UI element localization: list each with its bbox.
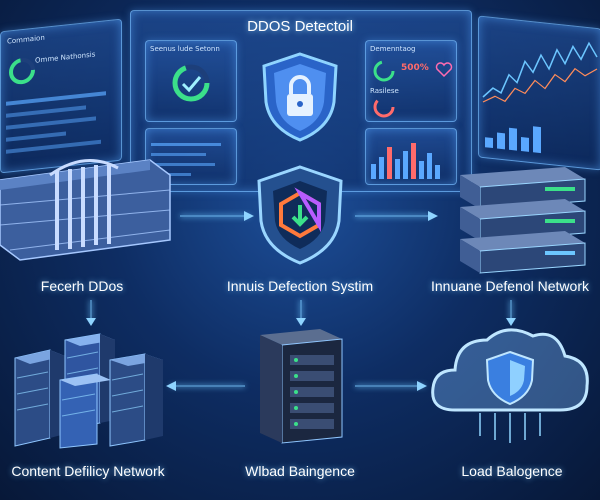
header-title: DDOS Detectoil <box>247 18 353 35</box>
connector-firewall-detection <box>180 215 250 217</box>
dashboard-panel-left: Commaion Omme Nathonsis <box>0 18 122 174</box>
panel-left-title: Commaion <box>7 33 45 46</box>
arrow-right-icon <box>417 381 427 391</box>
arrow-down-icon <box>506 318 516 326</box>
label-load-cloud: Load Balogence <box>461 463 563 479</box>
connector-detection-server <box>300 300 302 320</box>
check-gauge-icon <box>172 64 210 102</box>
arrow-right-icon <box>244 211 254 221</box>
firewall-wall-icon <box>0 158 171 261</box>
arrow-left-icon <box>166 381 176 391</box>
connector-detection-defense <box>355 215 430 217</box>
arrow-down-icon <box>86 318 96 326</box>
metrics-gauge <box>373 60 395 82</box>
label-firewall: Fecerh DDos <box>40 278 124 294</box>
connector-firewall-cdn <box>90 300 92 320</box>
cdn-buildings-icon <box>14 333 163 449</box>
metrics-gauge-2 <box>373 96 395 118</box>
lock-shield-icon <box>262 52 338 142</box>
panel-right-bars <box>485 126 541 154</box>
cloud-shield-icon <box>431 328 589 443</box>
subpanel-status-title: Seenus lude Setonn <box>150 45 220 53</box>
subpanel-metrics: Demenntaog 500% Rasilese <box>365 40 457 122</box>
heart-icon <box>435 62 453 78</box>
server-tower-icon <box>260 329 343 444</box>
subpanel-bars-chart <box>371 143 440 179</box>
panel-left-gauge <box>9 58 35 85</box>
label-cdn: Content Defilicy Network <box>11 463 165 479</box>
panel-left-bars <box>6 91 106 154</box>
label-detection: Innuis Defection Systim <box>226 278 374 294</box>
subpanel-metrics-title2: Rasilese <box>370 87 399 95</box>
subpanel-lines-chart <box>151 143 221 176</box>
subpanel-status: Seenus lude Setonn <box>145 40 237 122</box>
panel-right-line-chart <box>482 41 598 103</box>
label-balance-server: Wlbad Baingence <box>245 463 355 479</box>
dashboard-panel-right <box>478 15 600 171</box>
subpanel-bars <box>365 128 457 185</box>
arrow-down-icon <box>296 318 306 326</box>
label-defense: Innuane Defenol Network <box>431 278 589 294</box>
metrics-value: 500% <box>401 63 429 73</box>
connector-cdn-server <box>170 385 245 387</box>
defense-server-stack-icon <box>460 167 586 274</box>
detection-shield-icon <box>257 165 343 265</box>
panel-left-subtitle: Omme Nathonsis <box>35 50 96 65</box>
arrow-right-icon <box>428 211 438 221</box>
connector-defense-cloud <box>510 300 512 320</box>
connector-server-cloud <box>355 385 425 387</box>
subpanel-metrics-title: Demenntaog <box>370 45 416 53</box>
